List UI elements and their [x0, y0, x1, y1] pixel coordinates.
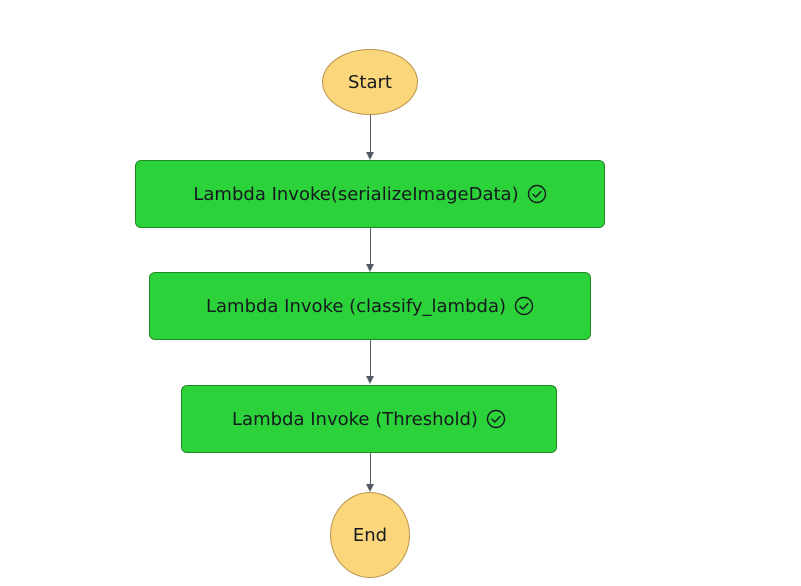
start-node-label: Start	[348, 71, 392, 93]
start-node[interactable]: Start	[322, 49, 418, 115]
state-threshold[interactable]: Lambda Invoke (Threshold)	[181, 385, 557, 453]
edge-serialize-to-classify	[370, 228, 371, 265]
end-node-label: End	[352, 524, 388, 546]
state-classify-lambda[interactable]: Lambda Invoke (classify_lambda)	[149, 272, 591, 340]
edge-arrowhead	[366, 264, 374, 272]
check-circle-icon	[527, 184, 546, 204]
state-label: Lambda Invoke(serializeImageData)	[193, 183, 519, 205]
edge-arrowhead	[366, 376, 374, 384]
state-label: Lambda Invoke (classify_lambda)	[205, 295, 506, 317]
check-circle-icon	[486, 409, 506, 429]
end-node[interactable]: End	[330, 492, 410, 578]
edge-arrowhead	[366, 484, 374, 492]
state-label: Lambda Invoke (Threshold)	[232, 408, 478, 430]
edge-threshold-to-end	[370, 453, 371, 485]
check-circle-icon	[514, 296, 534, 316]
state-serialize-image-data[interactable]: Lambda Invoke(serializeImageData)	[135, 160, 605, 228]
edge-arrowhead	[366, 152, 374, 160]
edge-start-to-serialize	[370, 115, 371, 153]
edge-classify-to-threshold	[370, 340, 371, 377]
